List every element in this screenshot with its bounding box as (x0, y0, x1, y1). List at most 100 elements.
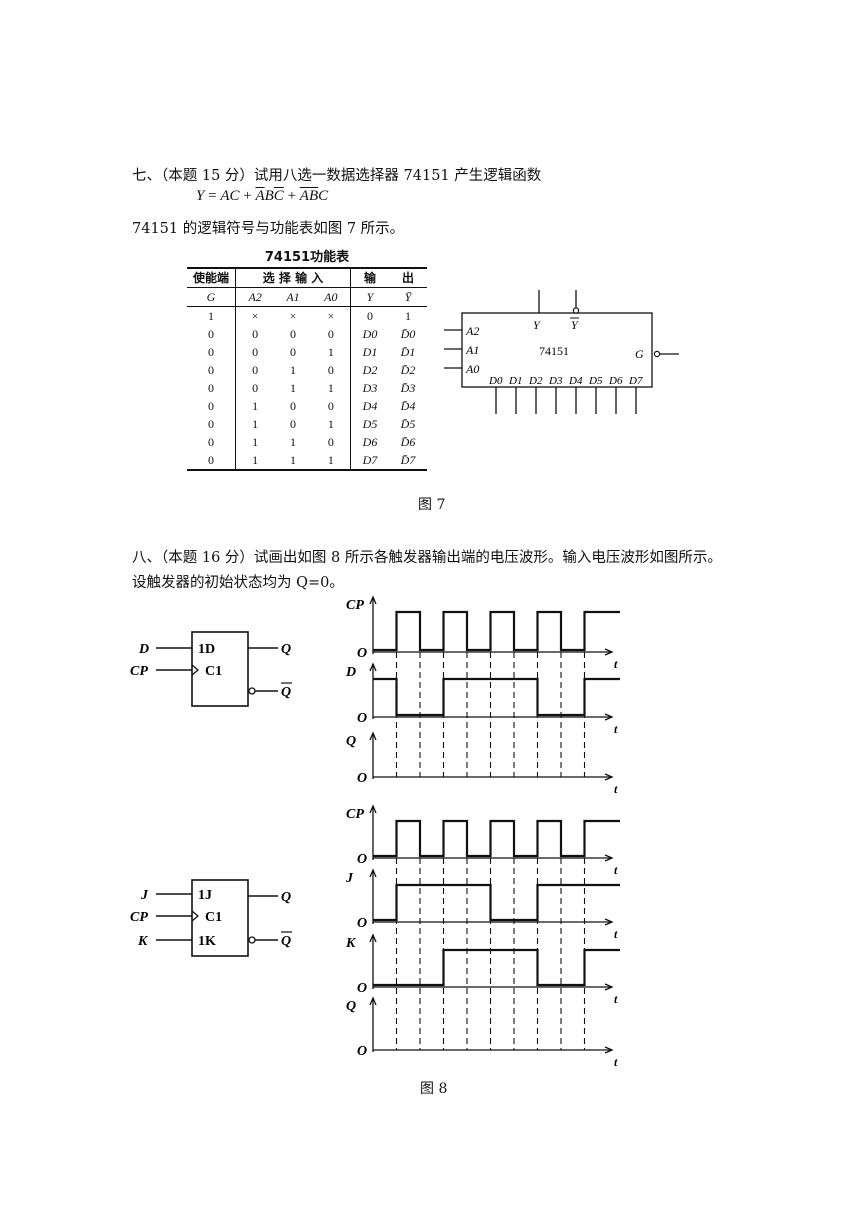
chip-out-y: Y (533, 318, 541, 332)
dff-box-c1: C1 (205, 664, 222, 679)
table-cell: D̄6 (400, 435, 416, 449)
d-flipflop-symbol: D CP 1D C1 Q Q (130, 631, 292, 707)
table-cell: 1 (289, 363, 296, 377)
q7-note: 74151 的逻辑符号与功能表如图 7 所示。 (132, 221, 405, 237)
table-cell: D0 (350, 325, 389, 343)
table-cell: 0 (208, 435, 214, 449)
dff-q-label: Q (346, 734, 356, 749)
jk-cp-arrow-icon (369, 804, 377, 814)
jk-cp-label: CP (346, 807, 364, 822)
dff-q-arrow-icon (604, 773, 614, 781)
chip-g: G (635, 347, 644, 361)
q7-heading: 七、（本题 15 分）试用八选一数据选择器 74151 产生逻辑函数 (132, 168, 542, 184)
jk-cp-t-label: t (614, 863, 618, 877)
dff-d-arrow-icon (604, 713, 614, 721)
dff-q-origin: O (357, 771, 367, 786)
jk-cp-waveform (373, 819, 620, 858)
table-cell: D2 (350, 361, 389, 379)
jk-q-arrow-icon (369, 996, 377, 1006)
table-cell: 1 (289, 381, 296, 395)
jk-j-waveform (373, 883, 620, 922)
table-cell: D6 (350, 433, 389, 451)
table-cell: × (235, 306, 275, 325)
chip-out-ybar: Y (571, 318, 579, 332)
table-cell: 0 (289, 417, 296, 431)
th-enable: 使能端 (187, 267, 236, 288)
table-cell: 0 (327, 399, 334, 413)
table-cell: 0 (208, 363, 214, 377)
table-cell: 0 (187, 451, 236, 471)
sub-ybar: Ȳ (389, 287, 427, 307)
table-cell: D̄2 (400, 363, 416, 377)
fig8-caption: 图 8 (420, 1081, 448, 1097)
table-cell: D1 (350, 343, 389, 361)
chip-data-label: D5 (588, 375, 603, 387)
chip-data-label: D1 (508, 375, 522, 387)
chip-data-label: D3 (548, 375, 563, 387)
jk-cp-origin: O (357, 852, 367, 867)
dff-cp-waveform (373, 610, 620, 652)
dff-d-t-label: t (614, 722, 618, 736)
th-select: 选 择 输 入 (235, 267, 351, 288)
dff-cp-origin: O (357, 646, 367, 661)
jk-q-label: Q (346, 999, 356, 1014)
sub-a2: A2 (235, 287, 275, 307)
jk-k-waveform (373, 948, 620, 987)
dff-d-origin: O (357, 711, 367, 726)
table-cell: 0 (289, 345, 296, 359)
jk-k-origin: O (357, 981, 367, 996)
jk-k-label: K (345, 936, 357, 951)
chip-data-label: D4 (568, 375, 583, 387)
table-cell: D̄5 (400, 417, 416, 431)
table-cell: 1 (235, 415, 275, 433)
sub-a0: A0 (311, 287, 351, 307)
chip-sel-a0: A0 (465, 362, 479, 376)
table-cell: D3 (350, 379, 389, 397)
jk-cp-arrow-icon (604, 854, 614, 862)
table-cell: D̄1 (400, 345, 416, 359)
table-cell: 0 (350, 306, 389, 325)
dff-d-waveform (373, 677, 620, 717)
q7-equation: Y = AC + ABC + ABC (196, 188, 329, 204)
dff-q-t-label: t (614, 782, 618, 796)
dff-cp-arrow-icon (369, 595, 377, 605)
chip-data-label: D6 (608, 375, 623, 387)
table-cell: 1 (327, 417, 334, 431)
table-cell: × (327, 309, 335, 323)
jkff-in-k: K (137, 934, 149, 949)
table-cell: D5 (350, 415, 389, 433)
table-cell: D4 (350, 397, 389, 415)
dff-cp-label: CP (346, 598, 364, 613)
dff-cp-t-label: t (614, 657, 618, 671)
chip-data-label: D0 (488, 375, 503, 387)
table-cell: 0 (289, 327, 296, 341)
dff-box-1d: 1D (198, 642, 215, 657)
table-cell: 1 (327, 345, 334, 359)
jkff-out-qbar: Q (281, 934, 291, 949)
jkff-in-cp: CP (130, 910, 148, 925)
table-cell: 0 (235, 343, 275, 361)
table-title: 74151功能表 (264, 250, 350, 265)
table-cell: 1 (235, 433, 275, 451)
dff-in-cp: CP (130, 664, 148, 679)
table-cell: 1 (235, 397, 275, 415)
dff-d-arrow-icon (369, 662, 377, 672)
table-cell: D̄3 (400, 381, 416, 395)
jkff-box-1j: 1J (198, 888, 212, 903)
table-cell: 0 (208, 399, 214, 413)
jk-flipflop-symbol: J CP K 1J C1 1K Q Q (130, 879, 292, 957)
jk-q-t-label: t (614, 1055, 618, 1069)
fig7-caption: 图 7 (418, 497, 446, 513)
table-cell: 0 (327, 363, 334, 377)
table-cell: D7 (350, 451, 389, 471)
table-cell: × (289, 309, 297, 323)
table-cell: D̄7 (389, 451, 427, 471)
sub-y: Y (350, 287, 389, 307)
sub-a1: A1 (274, 287, 312, 307)
dff-out-q: Q (281, 642, 291, 657)
jk-j-label: J (345, 871, 354, 886)
